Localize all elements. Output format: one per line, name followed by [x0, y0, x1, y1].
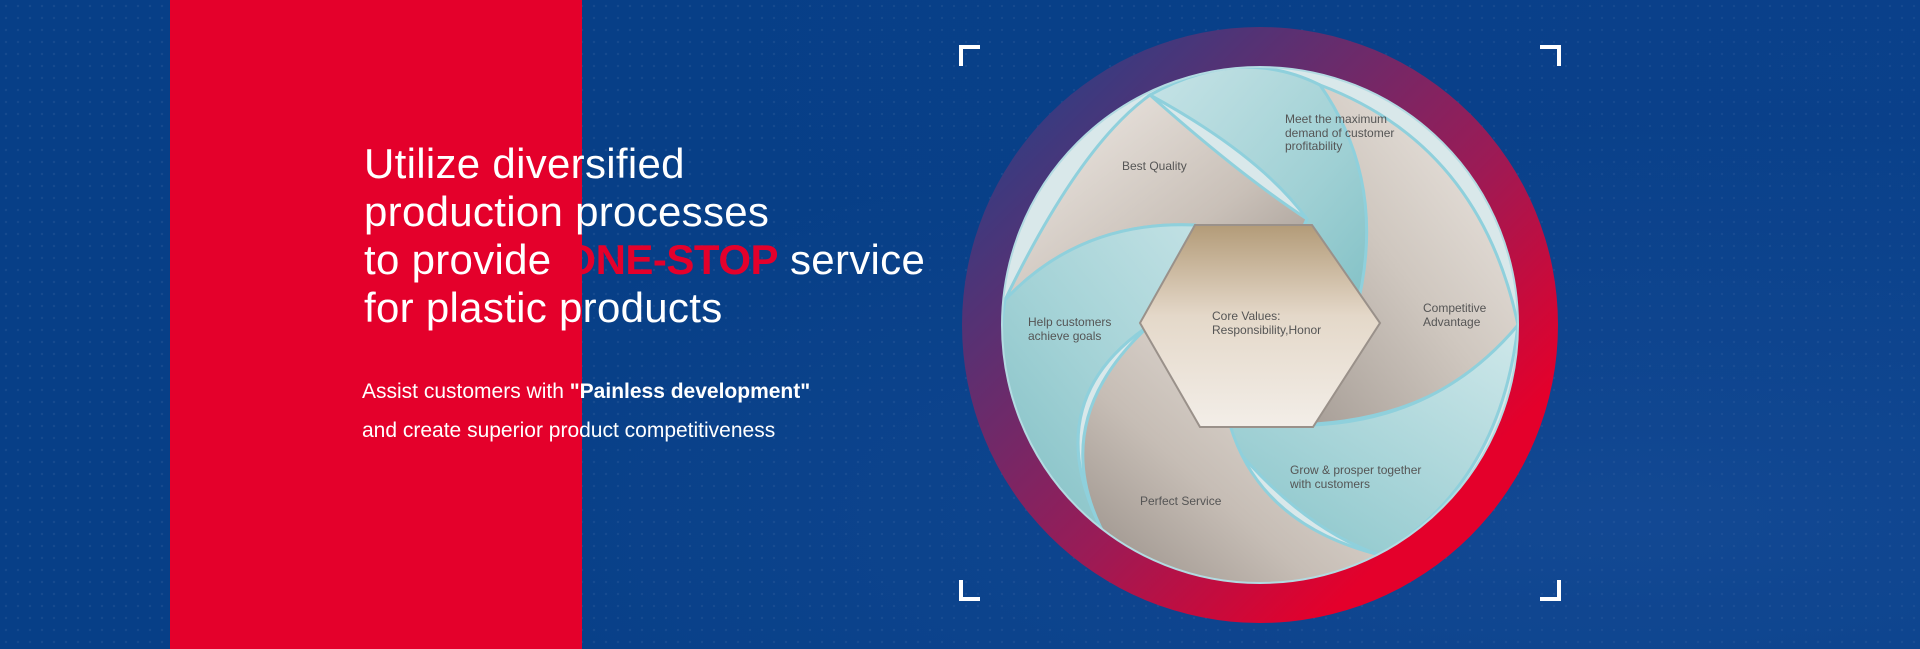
subtext-line-2: and create superior product competitiven…	[362, 419, 776, 442]
segment-perfect-service	[1081, 323, 1385, 583]
headline-line-3: to provide ONE-STOP service	[364, 236, 964, 284]
segment-label-help-customers: Help customers achieve goals	[1028, 315, 1112, 343]
segment-label-perfect-service: Perfect Service	[1140, 494, 1222, 509]
inner-disc-outline	[1001, 66, 1519, 584]
help-customers-line-2: achieve goals	[1028, 328, 1102, 343]
help-customers-line-1: Help customers	[1028, 315, 1112, 329]
headline-line-1: Utilize diversified	[364, 140, 685, 187]
segment-label-meet-demand: Meet the maximum demand of customer prof…	[1285, 112, 1395, 154]
headline-line-4: for plastic products	[364, 284, 723, 331]
meet-demand-line-2: demand of customer	[1285, 125, 1395, 140]
grow-line-1: Grow & prosper together	[1290, 463, 1422, 477]
best-quality-text: Best Quality	[1122, 159, 1187, 173]
competitive-line-1: Competitive	[1423, 301, 1487, 315]
headline-highlight: ONE-STOP	[563, 236, 779, 283]
center-label: Core Values: Responsibility,Honor	[1212, 309, 1322, 337]
subtext-line-1-start: Assist customers with	[362, 380, 570, 403]
competitive-line-2: Advantage	[1423, 314, 1481, 329]
perfect-service-text: Perfect Service	[1140, 494, 1222, 508]
grow-line-2: with customers	[1290, 476, 1371, 491]
subtext-emphasis: "Painless development"	[569, 380, 811, 403]
segment-label-grow-together: Grow & prosper together with customers	[1290, 463, 1422, 491]
meet-demand-line-1: Meet the maximum	[1285, 112, 1388, 126]
subtext-line-1: Assist customers with "Painless developm…	[362, 372, 922, 411]
center-label-line-1: Core Values:	[1212, 309, 1281, 323]
segment-label-competitive-advantage: Competitive Advantage	[1423, 301, 1487, 329]
segment-label-best-quality: Best Quality	[1122, 159, 1187, 174]
headline-line-3-start: to provide	[364, 236, 564, 283]
headline-line-2: production processes	[364, 188, 770, 235]
headline: Utilize diversified production processes…	[364, 140, 964, 332]
subtext: Assist customers with "Painless developm…	[362, 372, 922, 450]
meet-demand-line-3: profitability	[1285, 139, 1343, 153]
core-values-diagram-graphic	[962, 27, 1558, 623]
center-label-line-2: Responsibility,Honor	[1212, 322, 1322, 337]
headline-line-3-end: service	[778, 236, 926, 283]
core-values-diagram: Best Quality Meet the maximum demand of …	[960, 25, 1560, 625]
red-accent-band	[170, 0, 582, 649]
center-hexagon	[1138, 224, 1382, 428]
